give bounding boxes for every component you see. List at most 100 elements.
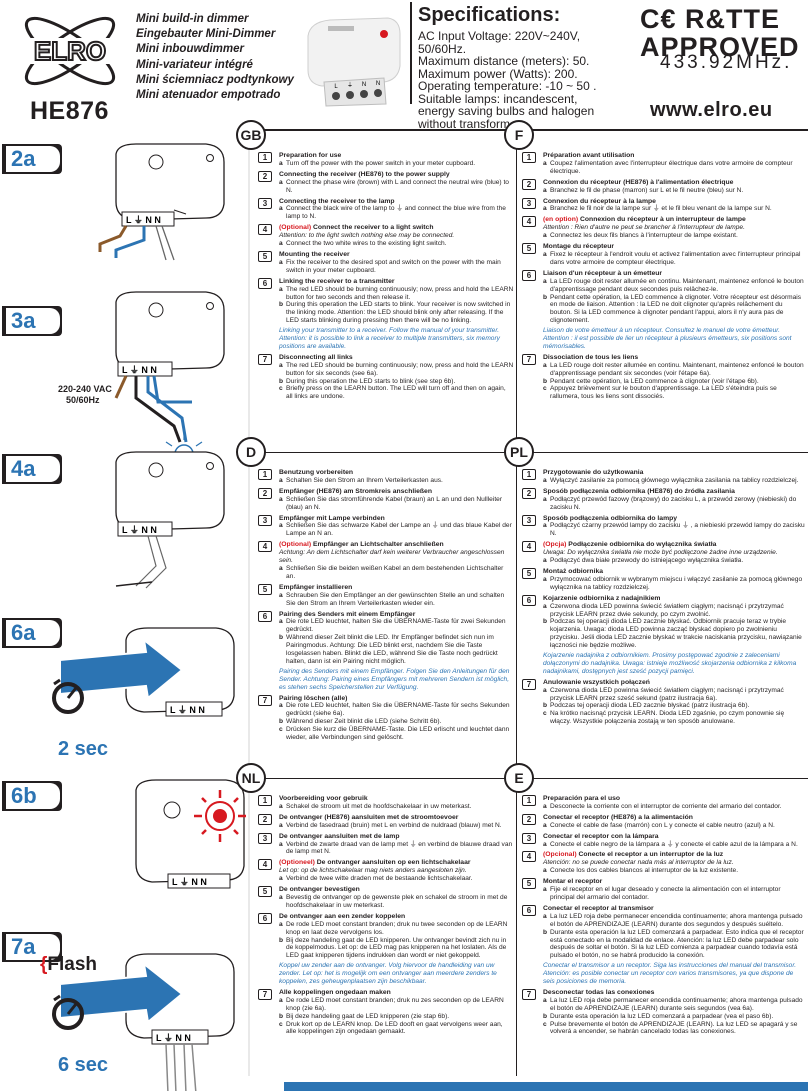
step-title: De ontvanger aan een zender koppelen <box>279 912 406 920</box>
step-item-letter: b <box>279 718 284 726</box>
step-heading: Liaison d'un récepteur à un émetteur <box>543 270 806 278</box>
step-item-text: Coupez l'alimentation avec l'interrupteu… <box>550 159 793 175</box>
step-item-text: De rode LED moet constant branden; druk … <box>286 996 504 1012</box>
step-item-text: Pulse brevemente el botón de APRENDIZAJE… <box>550 1020 798 1036</box>
svg-text:L ⏚ N N: L ⏚ N N <box>126 215 161 225</box>
step-title: Empfänger installieren <box>279 583 353 591</box>
diagram-2a: L ⏚ N N <box>98 143 225 261</box>
step-title: Empfänger an Lichtschalter anschließen <box>311 541 444 549</box>
step-item-text: Desconecte la corriente con el interrupt… <box>550 802 782 810</box>
step-item-letter: a <box>279 159 283 167</box>
step-item-letter: a <box>543 912 547 920</box>
step-number: 1 <box>522 795 536 806</box>
step-item-text: Conecte el cable negro de la lámpara a ⏚… <box>550 840 798 848</box>
step-item-text: Durante esta operación la luz LED comenz… <box>550 1012 774 1020</box>
product-image: L ⏚ N N <box>300 8 406 108</box>
step-item-letter: c <box>279 726 283 734</box>
header-divider <box>410 2 412 104</box>
step-item-text: Briefly press on the LEARN button. The L… <box>286 385 506 401</box>
step-heading: Preparación para el uso <box>543 795 806 803</box>
step-title: Dissociation de tous les liens <box>543 353 639 361</box>
step-title: Disconnecting all links <box>279 353 353 361</box>
step-item-text: The red LED should be burning continuous… <box>286 361 514 377</box>
step-number: 4 <box>258 541 272 553</box>
step-item-text: Bij deze handeling gaat de LED knipperen… <box>286 936 507 960</box>
step-heading: (Optional) Connect the receiver to a lig… <box>279 224 514 232</box>
step-item-letter: b <box>543 293 548 301</box>
step-heading: De ontvanger (HE876) aansluiten met de s… <box>279 814 514 822</box>
svg-text:⏚: ⏚ <box>347 82 353 89</box>
step-title: Pairing des Senders mit einem Empfänger <box>279 610 416 618</box>
step-title: Preparación para el uso <box>543 795 621 802</box>
step-heading: Connexion du récepteur (HE876) à l'alime… <box>543 179 806 187</box>
step-note: Pairing des Senders mit einem Empfänger.… <box>279 667 510 691</box>
step-item-text: Verbind de twee witte draden met de best… <box>286 875 473 883</box>
step-item-text: Na krótko nacisnąć przycisk LEARN. Dioda… <box>550 710 785 726</box>
svg-text:N: N <box>362 82 366 88</box>
website-link[interactable]: www.elro.eu <box>650 99 773 121</box>
frequency-value: 50/60Hz <box>66 395 100 405</box>
brand-text: ELRO <box>34 36 106 66</box>
step-number: 5 <box>522 878 536 890</box>
step-item-text: Bevestig de ontvanger op de gewenste ple… <box>286 893 508 909</box>
step-item-letter: a <box>543 575 547 583</box>
step-title: Conectar el receptor con la lámpara <box>543 832 659 840</box>
step-number: 2 <box>258 487 272 499</box>
model-number: HE876 <box>30 97 109 125</box>
step-title: Connexion du récepteur à un interrupteur… <box>578 216 746 224</box>
step-item-letter: a <box>543 802 547 810</box>
step-number: 6 <box>258 610 272 622</box>
step-block: 4(en option) Connexion du récepteur à un… <box>520 216 806 240</box>
step-item-letter: a <box>279 840 283 848</box>
step-number: 1 <box>522 469 536 480</box>
step-number: 4 <box>522 541 536 553</box>
step-item-text: Connect the phase wire (brown) with L an… <box>286 178 509 194</box>
step-item-letter: a <box>279 802 283 810</box>
voltage-value: 220-240 VAC <box>58 384 112 394</box>
step-title: Mounting the receiver <box>279 250 350 258</box>
lang-badge-gb: GB <box>236 120 266 150</box>
step-title: Alle koppelingen ongedaan maken <box>279 988 391 996</box>
step-tag-6b: 6b <box>2 781 62 811</box>
step-item-text: Podłączyć dwa białe przewody do istnieją… <box>550 557 744 565</box>
step-item-letter: a <box>543 250 547 258</box>
step-heading: Préparation avant utilisation <box>543 152 806 160</box>
step-title: Linking the receiver to a transmitter <box>279 277 395 285</box>
step-heading: Sposób podłączenia odbiornika (HE876) do… <box>543 488 806 496</box>
step-number: 3 <box>522 514 536 526</box>
step-item-text: Pendant cette opération, la LED commence… <box>550 377 759 385</box>
specs-title: Specifications: <box>418 4 561 26</box>
step-item-text: Schrauben Sie den Empfänger an der gewün… <box>286 591 505 607</box>
step-title: Montage du récepteur <box>543 243 614 251</box>
step-note: Kojarzenie nadajnika z odbiornikiem. Pro… <box>543 652 797 675</box>
step-item-text: Pendant cette opération, la LED commence… <box>550 293 802 325</box>
step-item-text: Bij deze handeling gaat de LED knipperen… <box>286 1012 450 1020</box>
step-number: 1 <box>258 795 272 806</box>
step-title: Conectar el receptor (HE876) a la alimen… <box>543 813 693 821</box>
step-heading: (en option) Connexion du récepteur à un … <box>543 216 806 224</box>
product-name-pl: Mini ściemniacz podtynkowy <box>136 73 294 86</box>
step-number: 1 <box>258 469 272 480</box>
step-heading: Alle koppelingen ongedaan maken <box>279 989 514 997</box>
step-title: Connect the receiver to a light switch <box>311 224 434 232</box>
step-number: 7 <box>258 694 272 706</box>
step-number: 2 <box>522 813 536 825</box>
step-item-text: Durante esta operación la luz LED comenz… <box>550 928 804 960</box>
optional-tag: (Opcional) <box>543 851 577 859</box>
